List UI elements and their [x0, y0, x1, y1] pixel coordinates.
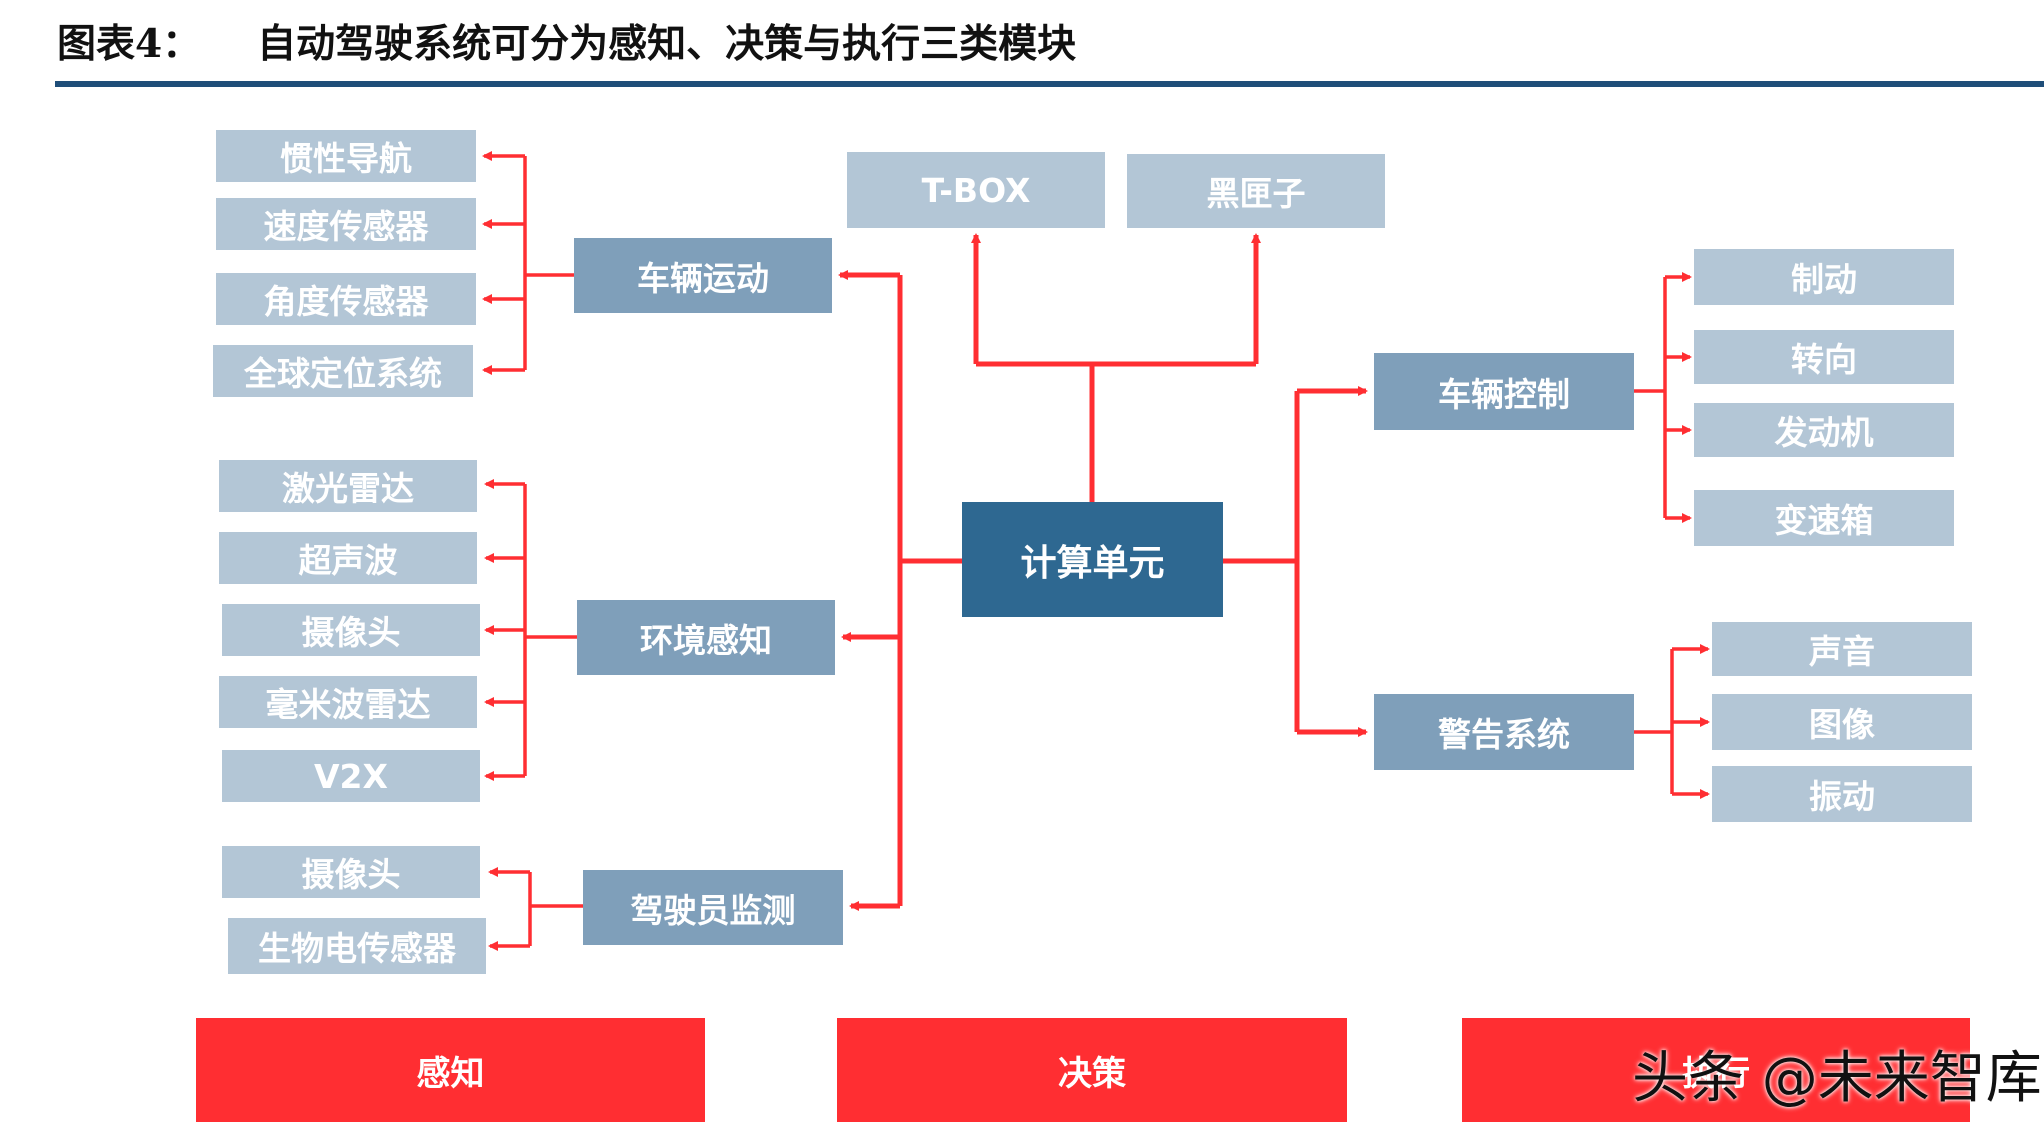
leaf-inertial-navigation: 惯性导航	[216, 130, 476, 182]
leaf-bioelectric-sensor: 生物电传感器	[228, 918, 486, 974]
output-black-box: 黑匣子	[1127, 154, 1385, 228]
leaf-gearbox: 变速箱	[1694, 490, 1954, 546]
leaf-gps: 全球定位系统	[213, 345, 473, 397]
core-computing-unit: 计算单元	[962, 502, 1223, 617]
hub-warning-system: 警告系统	[1374, 694, 1634, 770]
leaf-sound: 声音	[1712, 622, 1972, 676]
figure-label: 图表4：	[57, 21, 202, 67]
leaf-lidar: 激光雷达	[219, 460, 477, 512]
stage-bar-decision: 决策	[837, 1018, 1347, 1122]
hub-vehicle-motion: 车辆运动	[574, 238, 832, 313]
leaf-speed-sensor: 速度传感器	[216, 198, 476, 250]
hub-driver-monitoring: 驾驶员监测	[583, 870, 843, 945]
leaf-image: 图像	[1712, 694, 1972, 750]
hub-vehicle-control: 车辆控制	[1374, 353, 1634, 430]
leaf-ultrasonic: 超声波	[219, 532, 477, 584]
leaf-v2x: V2X	[222, 750, 480, 802]
leaf-engine: 发动机	[1694, 403, 1954, 457]
leaf-camera: 摄像头	[222, 604, 480, 656]
leaf-vibration: 振动	[1712, 766, 1972, 822]
title-rule	[55, 81, 2044, 87]
leaf-braking: 制动	[1694, 249, 1954, 305]
figure-title-text: 自动驾驶系统可分为感知、决策与执行三类模块	[257, 21, 1077, 67]
leaf-steering: 转向	[1694, 330, 1954, 384]
leaf-mmwave-radar: 毫米波雷达	[219, 676, 477, 728]
leaf-driver-camera: 摄像头	[222, 846, 480, 898]
stage-bar-perception: 感知	[196, 1018, 705, 1122]
watermark: 头条 @未来智库	[1632, 1046, 2042, 1111]
figure-title: 图表4： 自动驾驶系统可分为感知、决策与执行三类模块	[57, 14, 1076, 74]
leaf-angle-sensor: 角度传感器	[216, 273, 476, 325]
stage-bar-execution: 执行	[1462, 1018, 1970, 1122]
hub-environment-perception: 环境感知	[577, 600, 835, 675]
output-tbox: T-BOX	[847, 152, 1105, 228]
